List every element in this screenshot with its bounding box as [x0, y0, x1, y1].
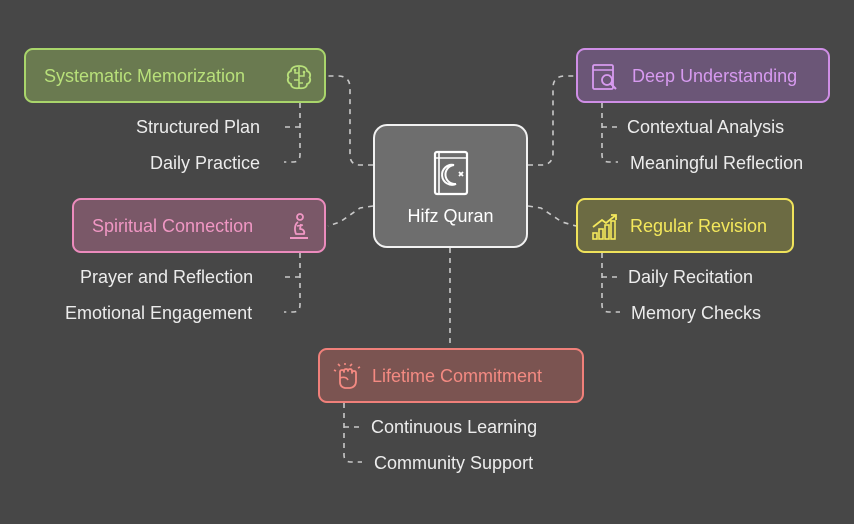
growth-chart-icon [592, 214, 617, 240]
leaf-emotional-engagement: Emotional Engagement [65, 303, 253, 323]
branch-systematic-memorization[interactable]: Systematic Memorization [24, 48, 326, 103]
leaf-connector [601, 103, 618, 163]
leaf-continuous-learning: Continuous Learning [371, 417, 538, 437]
branch-deep-understanding[interactable]: Deep Understanding [576, 48, 830, 103]
connector-deep [528, 75, 576, 166]
leaf-community-support: Community Support [374, 453, 534, 473]
connector-revision [527, 205, 577, 227]
branch-label: Deep Understanding [632, 66, 798, 86]
quran-book-icon [433, 150, 469, 196]
connector-systematic [328, 75, 373, 166]
leaf-structured-plan: Structured Plan [136, 117, 261, 137]
leaf-daily-recitation: Daily Recitation [628, 267, 754, 287]
branch-regular-revision[interactable]: Regular Revision [576, 198, 794, 253]
branch-label: Spiritual Connection [92, 216, 254, 236]
branch-label: Lifetime Commitment [372, 366, 543, 386]
brain-circuit-icon [286, 65, 312, 90]
leaf-memory-checks: Memory Checks [631, 303, 762, 323]
branch-label: Systematic Memorization [44, 66, 246, 86]
leaf-connector [343, 403, 362, 463]
branch-lifetime-commitment[interactable]: Lifetime Commitment [318, 348, 584, 403]
leaf-contextual-analysis: Contextual Analysis [627, 117, 785, 137]
leaf-daily-practice: Daily Practice [150, 153, 261, 173]
branch-label: Regular Revision [630, 216, 768, 236]
branch-spiritual-connection[interactable]: Spiritual Connection [72, 198, 326, 253]
leaf-meaningful-reflection: Meaningful Reflection [630, 153, 804, 173]
leaf-connector [284, 253, 301, 313]
leaf-connector [601, 253, 620, 313]
book-search-icon [592, 64, 617, 90]
connector-spiritual [327, 205, 374, 227]
leaf-prayer-and-reflection: Prayer and Reflection [80, 267, 254, 287]
central-node[interactable]: Hifz Quran [373, 124, 528, 248]
central-title: Hifz Quran [407, 206, 494, 226]
praying-person-icon [290, 213, 308, 239]
leaf-connector [284, 103, 301, 163]
raised-fist-icon [333, 363, 361, 389]
